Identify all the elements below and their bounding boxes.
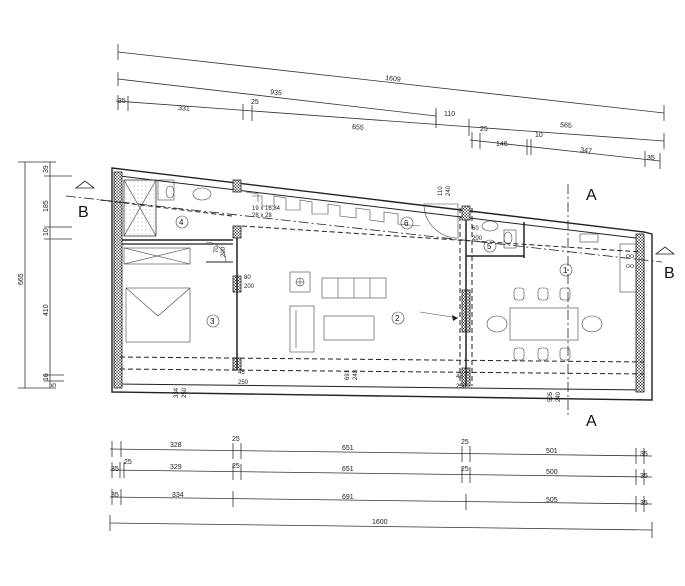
dim-bot2-35b: 35 bbox=[640, 473, 648, 480]
dim-left-39: 39 bbox=[43, 165, 50, 173]
section-arrow-b-left bbox=[74, 180, 96, 189]
kitchen-dining: 1 bbox=[486, 233, 637, 361]
dim-top-655: 655 bbox=[352, 124, 364, 132]
bed-icon bbox=[125, 287, 191, 343]
window-opening-labels: 45 250 45 250 334 250 691 240 505 240 bbox=[174, 369, 562, 402]
dashed-overhead-lines bbox=[99, 199, 645, 386]
dim-bot2-329: 329 bbox=[170, 464, 182, 471]
bathroom-left: 4 70 200 bbox=[123, 179, 227, 263]
dim-bot-total: 1600 bbox=[372, 519, 388, 526]
dim-top-35b: 35 bbox=[647, 155, 655, 162]
section-b-left: B bbox=[78, 204, 89, 221]
dim-bot3-35a: 35 bbox=[111, 492, 119, 499]
dim-bot3-691: 691 bbox=[342, 494, 354, 501]
dim-left-10: 10 bbox=[43, 228, 50, 236]
dim-bot2-35a: 35 bbox=[111, 466, 119, 473]
opening-200-b: 200 bbox=[472, 236, 483, 242]
dim-left-665: 665 bbox=[18, 273, 25, 285]
dim-bot3-35b: 35 bbox=[640, 500, 648, 507]
dim-bot2-25b: 25 bbox=[232, 463, 240, 470]
room-number-3: 3 bbox=[210, 317, 215, 326]
opening-200-c: 200 bbox=[244, 284, 255, 290]
dim-bot1-328: 328 bbox=[170, 442, 182, 449]
dim-bot1-25a: 25 bbox=[232, 436, 240, 443]
dim-bot1-501: 501 bbox=[546, 448, 558, 455]
opening-70: 70 bbox=[214, 246, 220, 253]
dim-bot2-25c: 25 bbox=[461, 466, 469, 473]
dim-top-347: 347 bbox=[580, 147, 592, 155]
opening-250-b: 250 bbox=[456, 384, 467, 390]
opening-691: 691 bbox=[345, 369, 351, 380]
opening-45-b: 45 bbox=[456, 374, 463, 380]
opening-250-c: 250 bbox=[182, 387, 188, 398]
dim-top-565: 565 bbox=[560, 122, 572, 130]
opening-200-a: 200 bbox=[221, 246, 227, 257]
dim-bot1-651: 651 bbox=[342, 445, 354, 452]
coffee-table-icon bbox=[323, 315, 375, 341]
opening-240-a: 240 bbox=[446, 185, 452, 196]
room-number-1: 1 bbox=[563, 266, 568, 275]
room-number-6: 6 bbox=[404, 219, 409, 228]
dim-left-410: 410 bbox=[43, 304, 50, 316]
dim-left-185: 185 bbox=[43, 200, 50, 212]
dim-bot2-500: 500 bbox=[546, 469, 558, 476]
dim-top-146: 146 bbox=[496, 141, 508, 148]
bathroom-right: 5 60 200 bbox=[472, 220, 517, 253]
dim-bot3-334: 334 bbox=[172, 492, 184, 499]
room-number-2: 2 bbox=[395, 314, 400, 323]
dim-top-25b: 25 bbox=[480, 126, 488, 133]
dim-left-5: 5 bbox=[51, 383, 58, 387]
building-walls bbox=[111, 167, 653, 401]
opening-60: 60 bbox=[472, 226, 479, 232]
washbasin-icon bbox=[192, 187, 212, 201]
dim-top-25a: 25 bbox=[251, 99, 259, 106]
bedroom: 3 bbox=[123, 247, 220, 343]
section-arrow-b-right bbox=[654, 246, 676, 255]
opening-334: 334 bbox=[174, 387, 180, 398]
dining-table-icon bbox=[509, 307, 579, 341]
opening-80: 80 bbox=[244, 275, 251, 281]
dim-bot1-25b: 25 bbox=[461, 439, 469, 446]
opening-505: 505 bbox=[548, 391, 554, 402]
section-lines: A A B B bbox=[65, 180, 676, 430]
section-a-top: A bbox=[586, 187, 597, 204]
dim-bot2-25a: 25 bbox=[124, 459, 132, 466]
dim-left-16: 16 bbox=[43, 373, 50, 381]
dim-top-35a: 35 bbox=[118, 98, 126, 105]
dim-top-110: 110 bbox=[444, 111, 455, 118]
opening-240-b: 240 bbox=[353, 369, 359, 380]
dim-bot1-35: 35 bbox=[640, 451, 648, 458]
room-number-4: 4 bbox=[179, 218, 184, 227]
section-a-bottom: A bbox=[586, 413, 597, 430]
left-dimension-chain: 39 185 10 665 410 16 5 bbox=[18, 161, 72, 389]
kitchen-counter-icon bbox=[619, 243, 637, 293]
living-room: 2 80 200 bbox=[244, 271, 459, 353]
section-b-right: B bbox=[664, 265, 675, 282]
toilet-icon bbox=[165, 185, 175, 199]
top-dimension-chains: 1609 935 35 331 25 655 110 565 bbox=[115, 44, 665, 169]
opening-45-a: 45 bbox=[238, 370, 245, 376]
dim-bot2-651: 651 bbox=[342, 466, 354, 473]
dim-top-10: 10 bbox=[535, 132, 543, 139]
dim-top-331: 331 bbox=[178, 105, 190, 113]
dim-top-total: 1609 bbox=[385, 75, 401, 84]
bottom-dimension-chains: 328 25 651 25 501 35 35 25 329 25 651 25… bbox=[109, 436, 653, 538]
opening-250-a: 250 bbox=[238, 380, 249, 386]
room-number-5: 5 bbox=[487, 242, 492, 251]
dim-top-935: 935 bbox=[270, 89, 283, 97]
opening-110: 110 bbox=[438, 186, 444, 196]
opening-240-c: 240 bbox=[556, 391, 562, 402]
dim-bot3-505: 505 bbox=[546, 497, 558, 504]
